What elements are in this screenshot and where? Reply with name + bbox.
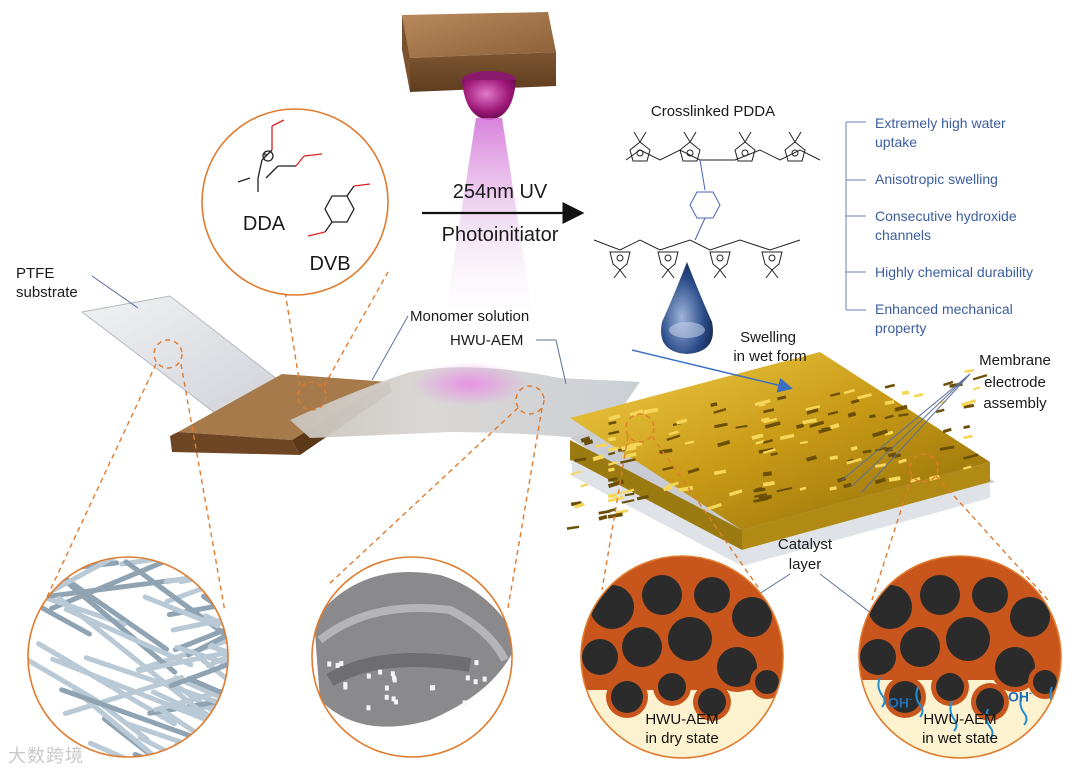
property-5-line2: property: [875, 320, 927, 336]
catalyst-label-line1: Catalyst: [777, 536, 833, 553]
membrane-surface-zoom: [312, 557, 512, 757]
crosslinked-pdda-label: Crosslinked PDDA: [650, 103, 776, 120]
uv-cure-glow: [412, 362, 528, 406]
property-3-line1: Consecutive hydroxide: [875, 208, 1017, 224]
property-1-line1: Extremely high water: [875, 115, 1006, 131]
property-4: Highly chemical durability: [875, 264, 1033, 280]
property-2: Anisotropic swelling: [875, 171, 998, 187]
ptfe-label-line2: substrate: [16, 284, 78, 301]
charge-symbol: +: [262, 150, 268, 161]
property-5-line1: Enhanced mechanical: [875, 301, 1013, 317]
hydroxide-label-left: OH-: [888, 694, 912, 711]
swelling-label-line2: in wet form: [733, 348, 807, 365]
wet-state-label-line1: HWU-AEM: [923, 711, 997, 728]
watermark: 大数跨境: [8, 746, 84, 767]
dvb-label: DVB: [309, 253, 351, 275]
uv-lamp: [402, 12, 556, 120]
uv-label: 254nm UV: [452, 181, 548, 203]
property-bracket: [845, 121, 866, 311]
mea-assembly: [566, 352, 995, 566]
monomer-circle: [201, 108, 389, 296]
mea-label-line3: assembly: [983, 395, 1047, 412]
water-droplet: [661, 262, 713, 354]
catalyst-label-line2: layer: [788, 556, 822, 573]
property-1-line2: uptake: [875, 134, 918, 150]
dda-label: DDA: [242, 213, 286, 235]
dry-state-label-line2: in dry state: [645, 730, 719, 747]
dry-state-label-line1: HWU-AEM: [645, 711, 719, 728]
wet-state-label-line2: in wet state: [922, 730, 998, 747]
swelling-label-line1: Swelling: [740, 329, 796, 346]
photoinitiator-label: Photoinitiator: [441, 224, 559, 246]
dda-structure: [237, 119, 323, 192]
uv-beam: [446, 118, 532, 320]
hwu-aem-label: HWU-AEM: [450, 332, 524, 349]
property-3-line2: channels: [875, 227, 932, 243]
mea-label-line2: electrode: [984, 374, 1046, 391]
mea-label-line1: Membrane: [979, 352, 1051, 369]
ptfe-label-line1: PTFE: [16, 265, 55, 282]
hydroxide-label-right: OH-: [1008, 688, 1032, 705]
monomer-solution-label: Monomer solution: [410, 308, 530, 325]
pdda-structure: [593, 131, 821, 279]
dvb-structure: [307, 183, 371, 237]
zoom-callouts: [39, 271, 1049, 613]
swelling-arrow: [631, 349, 793, 393]
